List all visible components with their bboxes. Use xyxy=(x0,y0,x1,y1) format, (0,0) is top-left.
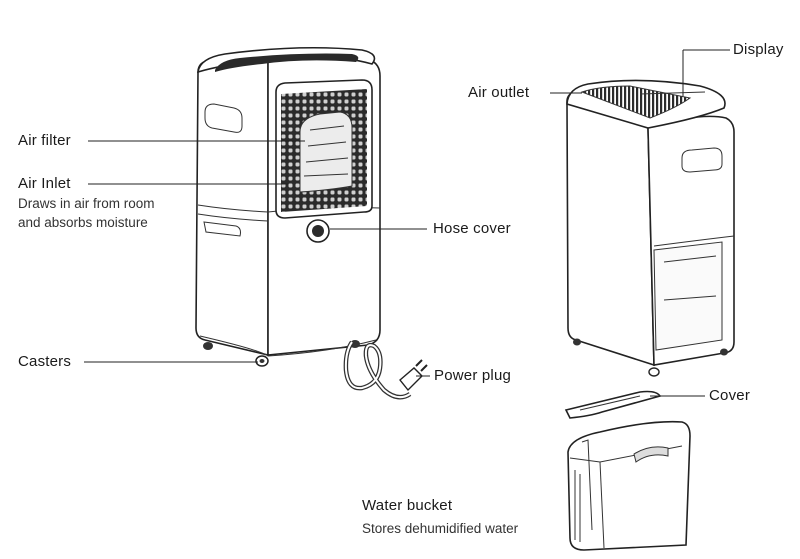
rear-unit xyxy=(566,79,735,367)
label-hose-cover: Hose cover xyxy=(433,220,511,237)
front-unit xyxy=(195,46,381,357)
rear-casters xyxy=(573,338,728,377)
bucket-cover xyxy=(564,390,662,419)
label-water-bucket: Water bucket xyxy=(362,497,453,514)
label-casters: Casters xyxy=(18,353,72,370)
label-cover: Cover xyxy=(709,387,751,404)
power-cord xyxy=(343,340,412,400)
power-plug-icon xyxy=(399,359,428,392)
label-power-plug: Power plug xyxy=(434,367,512,384)
air-inlet-description-line-2: and absorbs moisture xyxy=(18,215,148,230)
water-bucket-description: Stores dehumidified water xyxy=(362,521,519,536)
casters xyxy=(203,340,360,367)
water-bucket xyxy=(567,420,691,551)
label-air-inlet: Air Inlet xyxy=(18,175,71,192)
label-air-filter: Air filter xyxy=(18,132,71,149)
label-air-outlet: Air outlet xyxy=(468,84,530,101)
leader-lines xyxy=(84,49,730,397)
label-display: Display xyxy=(733,41,784,58)
air-inlet-description-line-1: Draws in air from room xyxy=(18,196,155,211)
